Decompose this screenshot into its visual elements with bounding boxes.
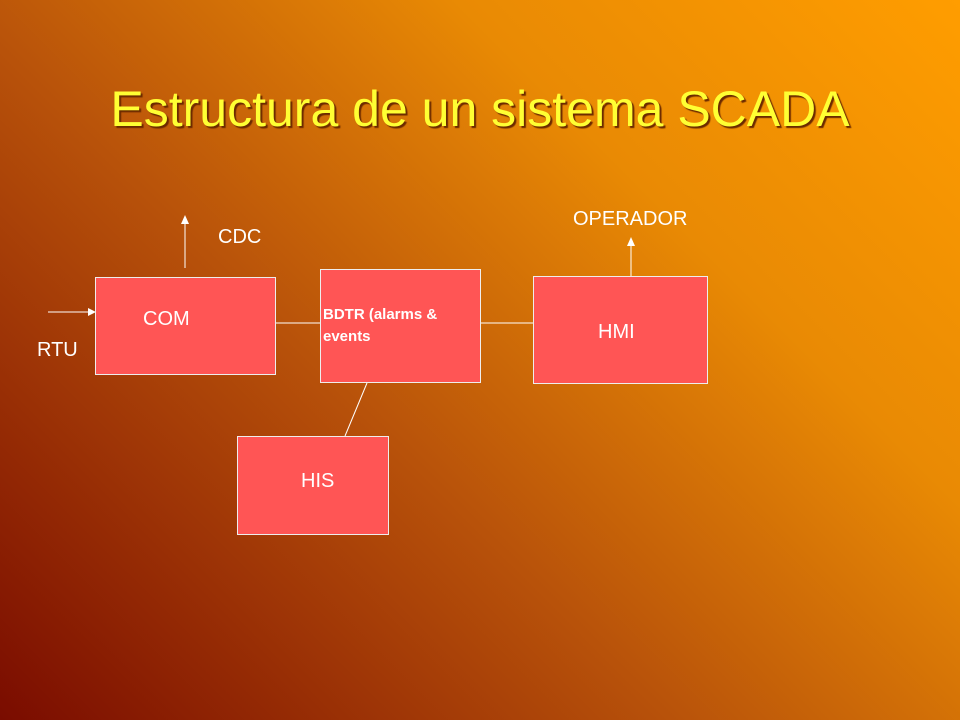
bdtr-his-connector [344,382,368,437]
bdtr-label: BDTR (alarms & events [323,306,438,345]
his-label: HIS [301,470,335,492]
rtu-label: RTU [37,339,78,361]
hmi-box: HMI [533,276,708,384]
com-label: COM [143,308,190,330]
operador-label: OPERADOR [573,208,688,230]
cdc-label: CDC [218,226,262,248]
bdtr-box: BDTR (alarms & events [320,269,481,383]
slide-title: Estructura de un sistema SCADA [110,81,850,137]
his-box: HIS [237,436,389,535]
operador-arrowhead [627,237,635,246]
hmi-label: HMI [598,321,635,343]
rtu-arrowhead [88,308,96,316]
com-box: COM [95,277,276,375]
cdc-arrowhead [181,215,189,224]
